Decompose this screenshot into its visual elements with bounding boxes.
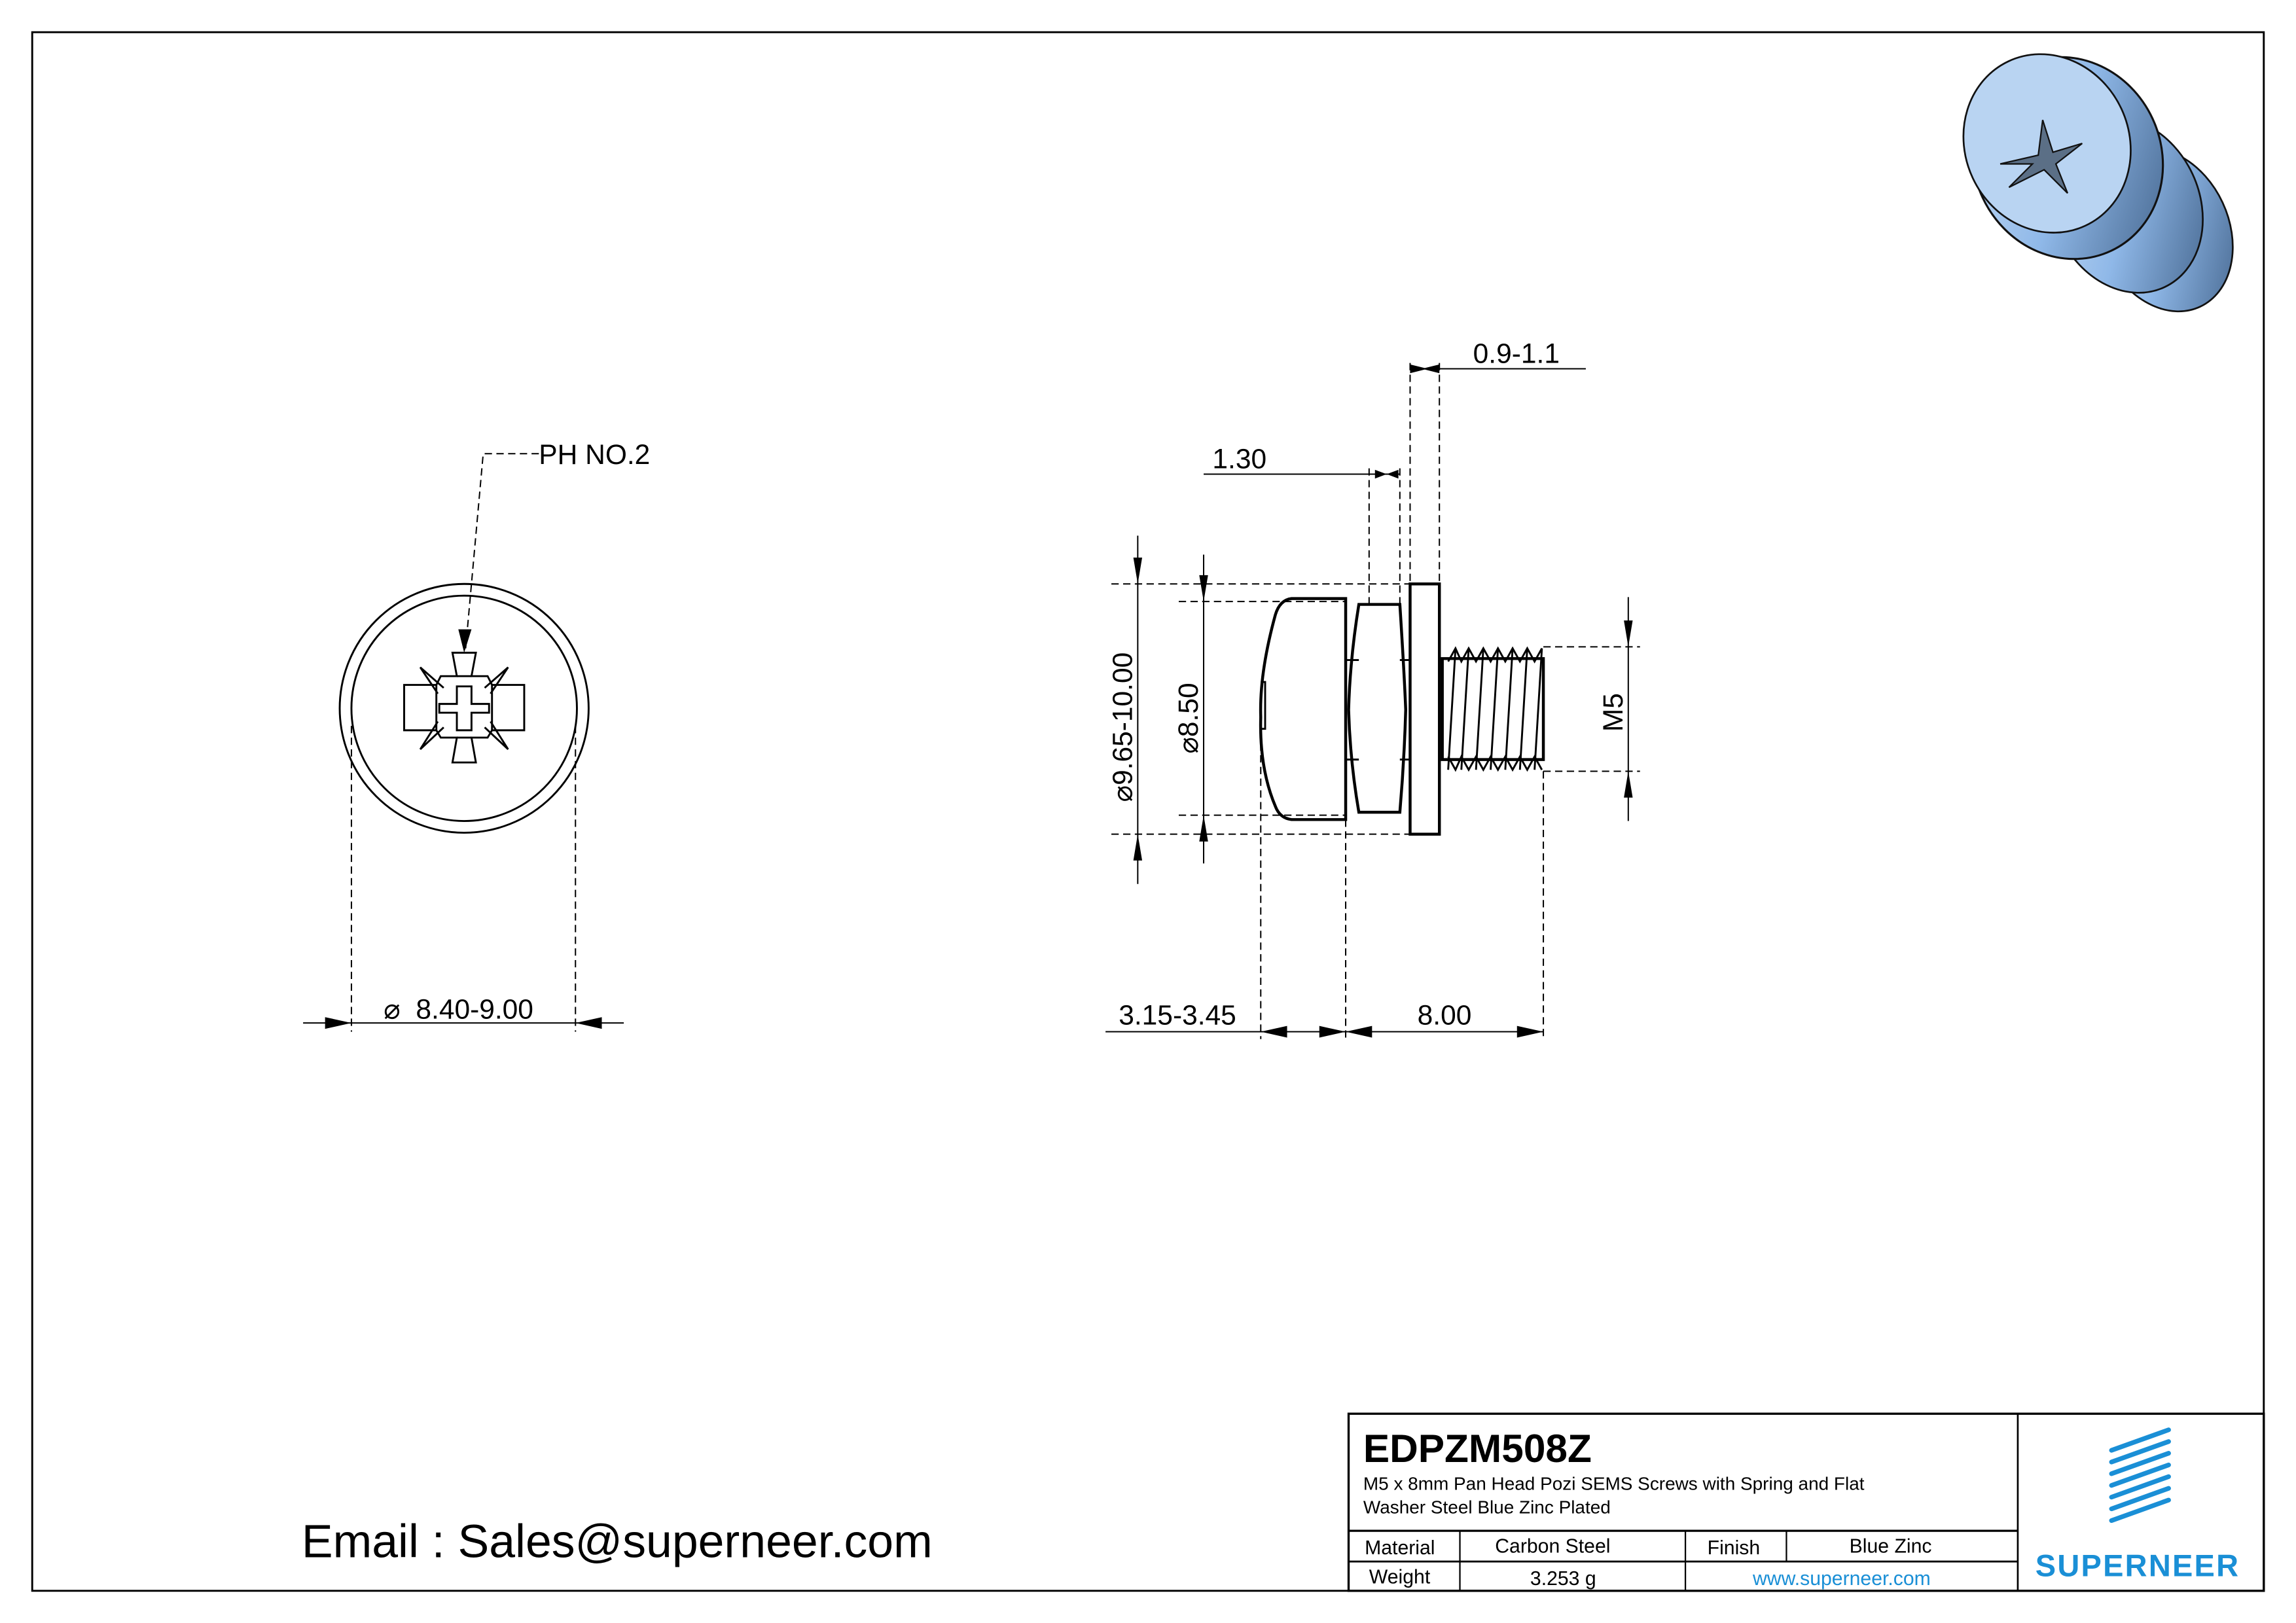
callout-ph-no2: PH NO.2 [539, 440, 650, 471]
material-label: Material [1365, 1537, 1435, 1559]
part-description-line1: M5 x 8mm Pan Head Pozi SEMS Screws with … [1363, 1474, 1865, 1494]
screw-3d-render [1962, 53, 2234, 313]
spring-washer [1347, 603, 1407, 814]
front-view: PH NO.2 ⌀ 8.40-9.00 [303, 440, 650, 1032]
website-link[interactable]: www.superneer.com [1752, 1568, 1931, 1590]
pan-head [1259, 597, 1348, 821]
superneer-logo-icon [2109, 1427, 2171, 1524]
threaded-shank [1441, 646, 1545, 772]
dim-length: 8.00 [1418, 1000, 1472, 1031]
weight-value: 3.253 g [1530, 1568, 1596, 1590]
contact-email: Email : Sales@superneer.com [302, 1515, 933, 1567]
part-description-line2: Washer Steel Blue Zinc Plated [1363, 1497, 1611, 1517]
material-value: Carbon Steel [1495, 1536, 1610, 1558]
dim-head-height: 3.15-3.45 [1119, 1000, 1236, 1031]
pozi-recess-icon [403, 651, 526, 764]
sheet-border [31, 31, 2265, 1592]
finish-value: Blue Zinc [1850, 1536, 1932, 1558]
dim-washer-diameter: ⌀9.65-10.00 [1107, 652, 1138, 802]
callout-leader [465, 453, 539, 649]
dim-washer-thickness: 0.9-1.1 [1473, 339, 1560, 370]
part-number: EDPZM508Z [1363, 1426, 1592, 1471]
dim-head-diameter-symbol: ⌀ [384, 994, 401, 1025]
brand-name: SUPERNEER [2036, 1548, 2240, 1582]
finish-label: Finish [1708, 1537, 1761, 1559]
side-view: 0.9-1.1 1.30 ⌀9.65-10.00 ⌀8.50 M5 [1105, 339, 1640, 1039]
dim-thread-size: M5 [1598, 693, 1629, 732]
title-block: EDPZM508Z M5 x 8mm Pan Head Pozi SEMS Sc… [1347, 1412, 2265, 1592]
flat-washer [1408, 582, 1441, 836]
dim-head-diameter-side: ⌀8.50 [1174, 683, 1204, 753]
dim-head-diameter: 8.40-9.00 [416, 994, 533, 1025]
dim-spring-washer-thickness: 1.30 [1212, 444, 1266, 475]
callout-arrow-icon [458, 629, 472, 653]
weight-label: Weight [1369, 1567, 1431, 1588]
